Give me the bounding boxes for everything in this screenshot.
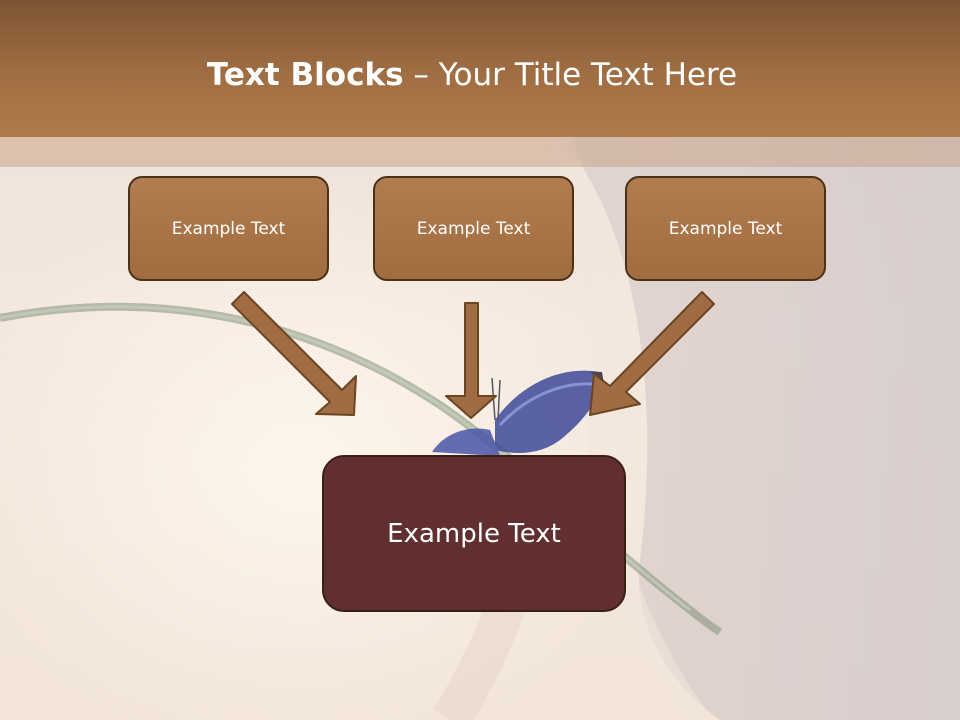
text-block-1[interactable]: Example Text — [128, 176, 329, 281]
slide-title: Text Blocks – Your Title Text Here — [0, 50, 944, 100]
title-rest-text: – Your Title Text Here — [403, 57, 738, 93]
arrow-left — [231, 291, 357, 416]
text-block-2[interactable]: Example Text — [373, 176, 574, 281]
curved-silhouette-image — [560, 137, 960, 720]
text-block-3-label: Example Text — [668, 218, 783, 239]
text-block-3[interactable]: Example Text — [625, 176, 826, 281]
title-bar — [0, 0, 960, 137]
title-bold-text: Text Blocks — [206, 57, 404, 93]
main-text-block-label: Example Text — [387, 518, 561, 549]
text-block-2-label: Example Text — [416, 218, 531, 239]
text-block-1-label: Example Text — [171, 218, 286, 239]
title-band — [0, 137, 960, 167]
arrow-center — [445, 302, 497, 419]
main-text-block[interactable]: Example Text — [322, 455, 626, 612]
arrow-right — [589, 291, 715, 416]
